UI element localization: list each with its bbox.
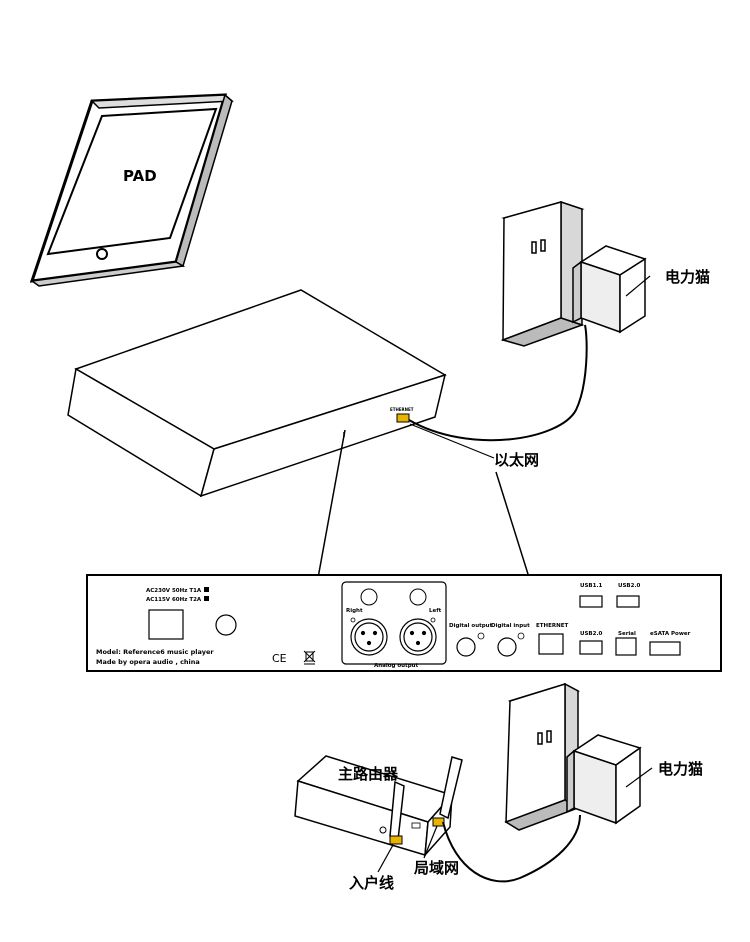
music-player-box [67,289,447,498]
panel-ethernet-label: ETHERNET [536,623,568,629]
usb20-bottom-label: USB2.0 [580,631,603,637]
digital-input-jack [497,637,517,657]
ethernet-label: 以太网 [494,451,539,469]
usb20-bottom-port [579,640,603,655]
esata-power-port [649,641,681,656]
power-rating-1: AC230V 50Hz T1A [146,588,202,594]
weee-bin-icon [303,650,316,665]
pad-label: PAD [123,167,157,185]
powercat-bottom-label: 电力猫 [658,760,703,778]
cable-player-to-powercat [408,324,588,442]
router-lan-port [432,817,445,827]
main-router-label: 主路由器 [338,765,399,783]
router-wan-port [389,835,403,845]
tablet-home-button [96,248,108,260]
usb11-port [579,595,603,608]
xlr-left [399,618,437,656]
lan-label: 局域网 [413,859,459,877]
tablet [29,93,234,287]
powercat-top [572,245,647,334]
serial-port [615,637,637,656]
player-ethernet-port: ETHERNET [390,407,414,423]
analog-left-label: Left [429,608,442,614]
xlr-right [350,618,388,656]
model-text: Model: Reference6 music player [96,648,214,656]
esata-power-label: eSATA Power [650,631,691,637]
power-rating-2: AC115V 60Hz T2A [146,597,202,603]
wall-socket-bottom [504,682,580,831]
powercat-bottom [566,734,642,825]
usb20-top-label: USB2.0 [618,583,641,589]
router-antenna-right [439,756,463,820]
digital-input-label: Digital input [491,623,530,629]
usb11-label: USB1.1 [580,583,603,589]
digital-output-label: Digital output [449,623,493,629]
wall-socket-top [500,200,585,347]
digital-output-jack [456,637,476,657]
powercat-top-label: 电力猫 [665,268,710,286]
made-by-text: Made by opera audio , china [96,658,200,666]
serial-label: Serial [618,631,636,637]
power-inlet [148,609,184,640]
rear-panel: AC230V 50Hz T1A AC115V 60Hz T2A Model: R… [86,574,722,672]
incoming-line-label: 入户线 [349,874,394,892]
power-switch [215,614,237,636]
ce-mark: CE [272,652,287,665]
panel-ethernet-port [538,633,564,655]
usb20-top-port [616,595,640,608]
player-port-label: ETHERNET [390,407,414,412]
analog-right-label: Right [346,608,363,614]
analog-output-label: Analog output [374,663,419,669]
cable-router-to-powercat [442,814,581,883]
